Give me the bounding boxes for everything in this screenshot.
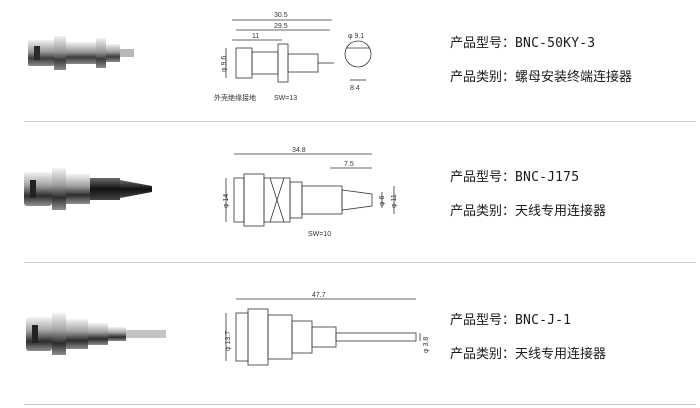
dim-tail-length: 7.5 bbox=[344, 161, 354, 168]
row-divider-1 bbox=[24, 121, 696, 122]
model-line-1: 产品型号：BNC-50KY-3 bbox=[450, 32, 595, 51]
connector-photo-3 bbox=[26, 313, 166, 355]
dim-overall-length: 47.7 bbox=[312, 292, 326, 299]
dim-overall-length: 30.5 bbox=[274, 12, 288, 19]
dim-diameter-b: φ 9.1 bbox=[348, 33, 364, 40]
product-row-3: 47.7 φ 13.7 φ 3.8 产品型号：BNC-J-1 产品类别：天线专用… bbox=[0, 263, 700, 403]
dim-front-length: 11 bbox=[252, 33, 259, 40]
dimension-drawing-3: 47.7 φ 13.7 φ 3.8 bbox=[225, 292, 430, 366]
dim-body-length: 29.5 bbox=[274, 23, 288, 30]
dim-flat-width: 8.4 bbox=[350, 85, 360, 92]
insulation-note: 外壳绝缘接地 bbox=[214, 93, 256, 102]
dim-body-diameter: φ 14 bbox=[223, 194, 230, 208]
row-divider-2 bbox=[24, 262, 696, 263]
model-label: 产品型号： bbox=[450, 313, 516, 328]
model-value: BNC-50KY-3 bbox=[515, 36, 596, 51]
model-label: 产品型号： bbox=[450, 170, 516, 185]
product-row-1: 30.5 29.5 11 φ 9.6 φ 9.1 8.4 外壳绝缘接地 SW=1… bbox=[0, 0, 700, 120]
category-label: 产品类别： bbox=[450, 204, 516, 219]
category-line-2: 产品类别：天线专用连接器 bbox=[450, 200, 606, 219]
dim-pin-diameter: φ 6 bbox=[379, 196, 386, 206]
dim-tail-diameter: φ 11 bbox=[391, 194, 398, 208]
connector-photo-1 bbox=[28, 36, 134, 70]
dim-cable-diameter: φ 3.8 bbox=[423, 337, 430, 353]
wrench-size: SW=13 bbox=[274, 95, 297, 102]
category-label: 产品类别： bbox=[450, 70, 516, 85]
dimension-drawing-2: 34.8 7.5 φ 14 φ 6 φ 11 SW=10 bbox=[223, 147, 398, 238]
model-label: 产品型号： bbox=[450, 36, 516, 51]
category-value: 螺母安装终端连接器 bbox=[515, 70, 633, 85]
product-row-2: 34.8 7.5 φ 14 φ 6 φ 11 SW=10 产品型号：BNC-J1… bbox=[0, 122, 700, 260]
dimension-drawing-1: 30.5 29.5 11 φ 9.6 φ 9.1 8.4 外壳绝缘接地 SW=1… bbox=[214, 12, 372, 102]
wrench-size: SW=10 bbox=[308, 231, 331, 238]
connector-photo-2 bbox=[24, 168, 152, 210]
category-label: 产品类别： bbox=[450, 347, 516, 362]
dim-overall-length: 34.8 bbox=[292, 147, 306, 154]
dim-body-diameter: φ 13.7 bbox=[225, 331, 232, 351]
model-value: BNC-J-1 bbox=[515, 313, 572, 328]
model-line-2: 产品型号：BNC-J175 bbox=[450, 166, 579, 185]
model-value: BNC-J175 bbox=[515, 170, 580, 185]
row-divider-3 bbox=[24, 404, 696, 405]
category-value: 天线专用连接器 bbox=[515, 204, 607, 219]
model-line-3: 产品型号：BNC-J-1 bbox=[450, 309, 571, 328]
category-value: 天线专用连接器 bbox=[515, 347, 607, 362]
category-line-1: 产品类别：螺母安装终端连接器 bbox=[450, 66, 632, 85]
dim-diameter-a: φ 9.6 bbox=[221, 56, 228, 72]
category-line-3: 产品类别：天线专用连接器 bbox=[450, 343, 606, 362]
